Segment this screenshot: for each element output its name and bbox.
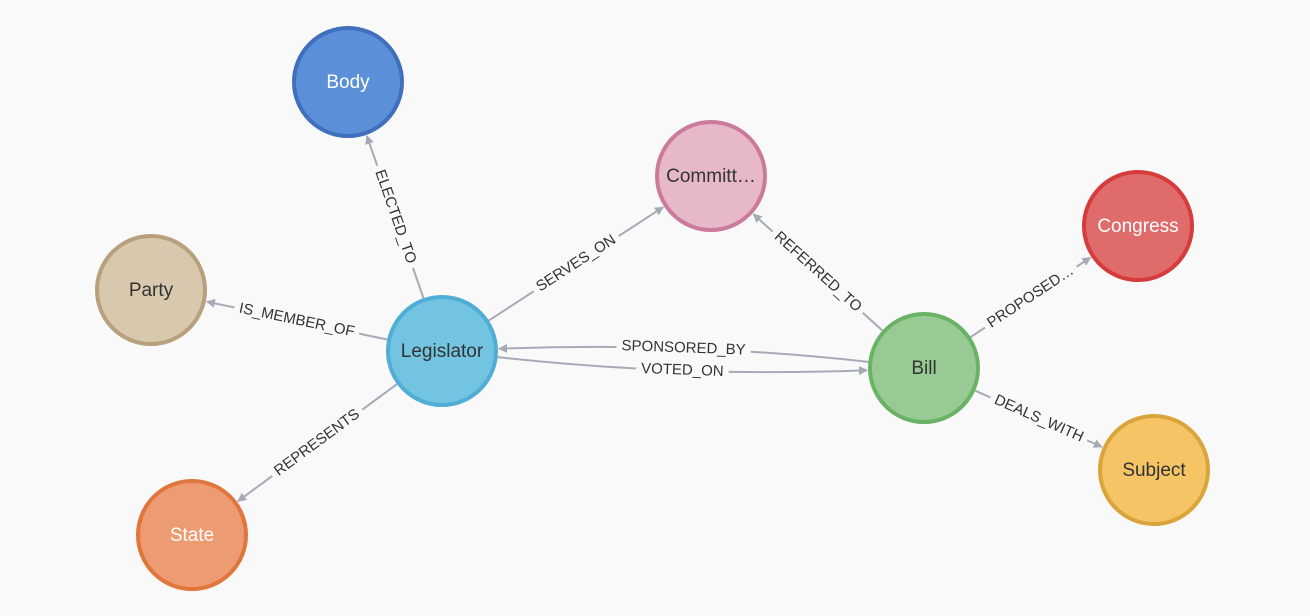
edge-label: REPRESENTS — [271, 405, 363, 479]
node-state[interactable]: State — [136, 479, 248, 591]
edge-label: SPONSORED_BY — [621, 337, 746, 358]
node-circle[interactable] — [136, 479, 248, 591]
node-party[interactable]: Party — [95, 234, 207, 346]
edge-proposed[interactable]: PROPOSED… — [970, 256, 1092, 338]
edge-label-bg — [266, 401, 368, 484]
edge-label-bg — [232, 297, 362, 343]
edge-label: REFERRED_TO — [771, 228, 865, 315]
node-legislator[interactable]: Legislator — [386, 295, 498, 407]
edge-label-bg — [368, 162, 423, 271]
edge-label: ELECTED_TO — [371, 167, 419, 265]
node-congress[interactable]: Congress — [1082, 170, 1194, 282]
edge-label-bg — [635, 358, 729, 382]
edge-label-bg — [528, 227, 624, 299]
node-circle[interactable] — [386, 295, 498, 407]
node-label: Body — [326, 72, 370, 93]
edge-sponsored-by[interactable]: SPONSORED_BY — [498, 336, 869, 363]
edge-represents[interactable]: REPRESENTS — [237, 383, 398, 503]
node-label: Subject — [1122, 460, 1186, 481]
node-label: Congress — [1097, 216, 1178, 237]
edge-label: IS_MEMBER_OF — [238, 300, 357, 341]
edge-label: DEALS_WITH — [992, 391, 1087, 445]
edge-label-bg — [766, 224, 870, 320]
node-label: Bill — [911, 358, 936, 379]
node-layer: BodyCommitt…CongressPartyLegislatorBillS… — [95, 26, 1210, 591]
node-subject[interactable]: Subject — [1098, 414, 1210, 526]
node-label: Party — [129, 280, 174, 301]
edge-deals-with[interactable]: DEALS_WITH — [974, 388, 1103, 449]
edge-label: VOTED_ON — [641, 360, 724, 380]
node-circle[interactable] — [1098, 414, 1210, 526]
edge-label: PROPOSED… — [984, 262, 1077, 331]
edge-voted-on[interactable]: VOTED_ON — [497, 356, 868, 382]
node-label: Committ… — [666, 166, 756, 187]
node-label: State — [170, 525, 214, 546]
edge-referred-to[interactable]: REFERRED_TO — [752, 213, 884, 332]
edge-label-bg — [986, 388, 1092, 449]
node-circle[interactable] — [292, 26, 404, 138]
node-circle[interactable] — [95, 234, 207, 346]
edge-label: SERVES_ON — [533, 231, 619, 295]
edge-label-bg — [616, 336, 752, 360]
edge-is-member-of[interactable]: IS_MEMBER_OF — [205, 297, 388, 343]
node-circle[interactable] — [868, 312, 980, 424]
node-label: Legislator — [401, 341, 484, 362]
node-body[interactable]: Body — [292, 26, 404, 138]
node-bill[interactable]: Bill — [868, 312, 980, 424]
edge-serves-on[interactable]: SERVES_ON — [488, 206, 664, 322]
edge-layer: ELECTED_TO IS_MEMBER_OF REPRESENTS SERVES_O… — [205, 134, 1103, 503]
edge-elected-to[interactable]: ELECTED_TO — [365, 134, 425, 299]
edge-label-bg — [979, 258, 1082, 336]
node-committee[interactable]: Committ… — [655, 120, 767, 232]
node-circle[interactable] — [655, 120, 767, 232]
node-circle[interactable] — [1082, 170, 1194, 282]
